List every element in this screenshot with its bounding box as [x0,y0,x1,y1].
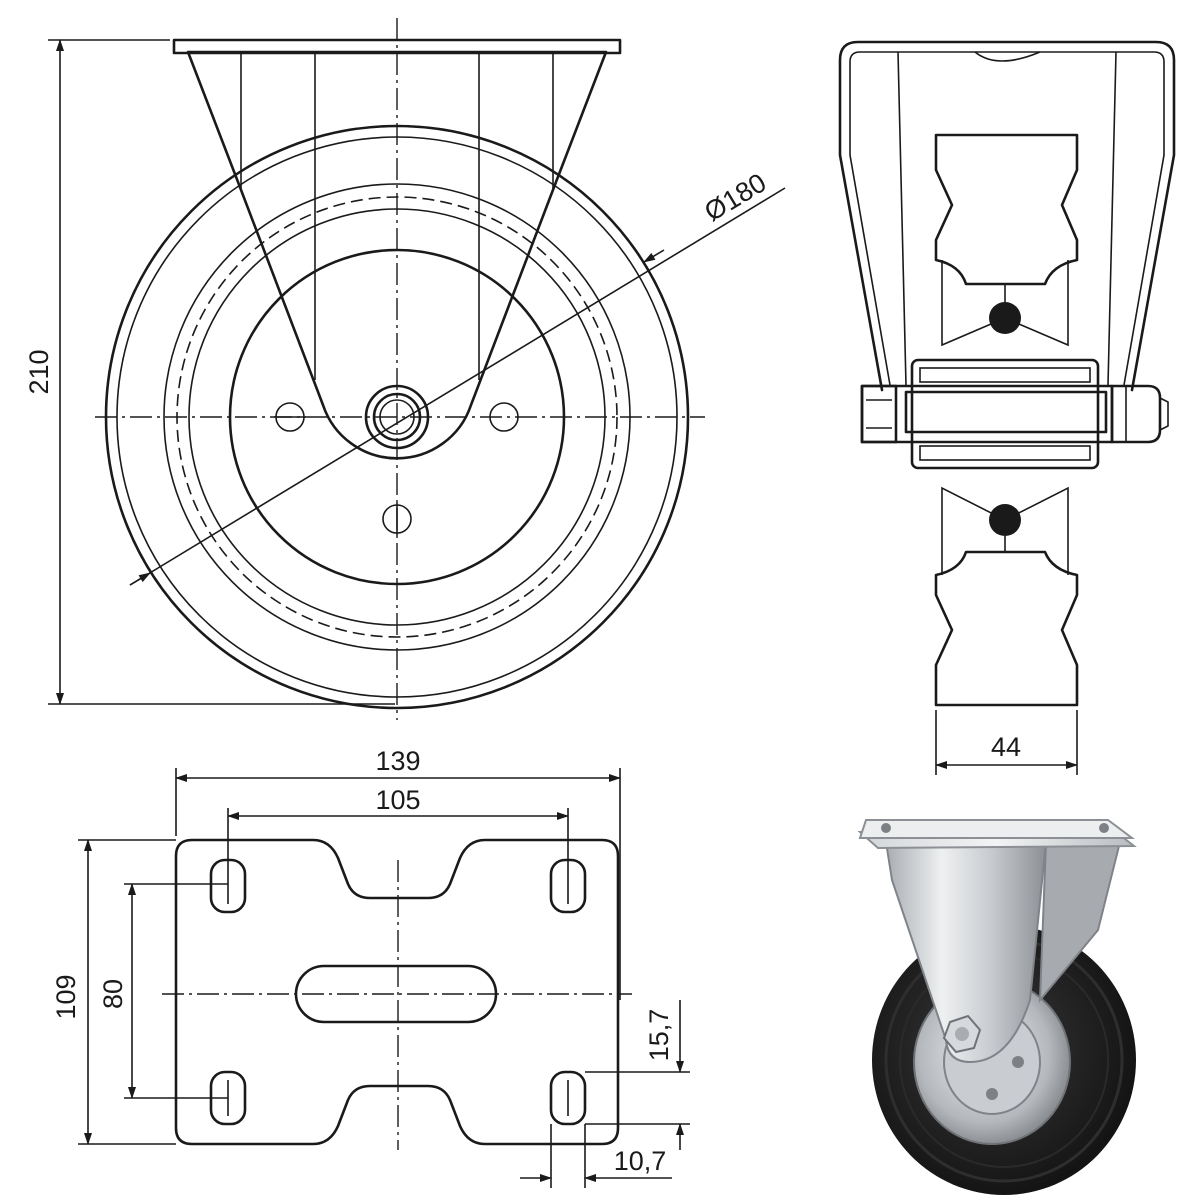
plate-width-label: 139 [375,746,420,776]
plate-hole-render [1099,823,1109,833]
front-view: Ø180 210 [24,18,786,720]
axle-sleeve [904,390,1108,434]
diameter-arrow [643,249,665,263]
rim-hole-render [1012,1056,1024,1068]
hub-bearing [910,358,1100,470]
tire-section-lower [934,550,1079,707]
side-section-view: 44 [838,40,1176,775]
bearing-ring-bottom [919,445,1091,461]
top-plate-face-render [858,819,1135,839]
bearing-ring-top [919,367,1091,383]
bracket-housing-outer [838,40,1176,392]
mounting-plate [174,838,620,1146]
valve-ball-lower [989,504,1021,536]
bracket-wall [897,51,907,386]
plate-hole-render [881,823,891,833]
axle-nut-tip [1159,397,1169,431]
fork-render [884,841,1048,1064]
rim-hole-render [986,1088,998,1100]
hole-spacing-length-label: 80 [98,979,128,1009]
center-slot [294,964,498,1024]
mount-hole-bottom-right [549,1070,587,1126]
wheel-width-label: 44 [991,732,1021,762]
axle-bolt [860,384,1114,444]
diameter-arrow [129,572,151,586]
bracket-housing-inner [849,51,1165,386]
product-illustration [857,819,1137,1195]
diameter-leader [129,187,786,586]
valve-ball-upper [989,302,1021,334]
plate-view: 139 105 109 80 15,7 10,7 [51,746,690,1188]
tire-section-upper [934,133,1079,286]
hole-spacing-width-label: 105 [375,785,420,815]
axle-nut [1110,384,1162,444]
bracket-fork [186,50,608,460]
slot-width-label: 10,7 [614,1146,667,1176]
height-label: 210 [24,349,54,394]
plate-length-label: 109 [51,974,81,1019]
bolt-head [860,384,898,444]
bracket-wall [1107,51,1117,386]
slot-length-label: 15,7 [644,1009,674,1062]
axle-center-render [955,1027,969,1041]
weld-seam [974,51,1041,62]
